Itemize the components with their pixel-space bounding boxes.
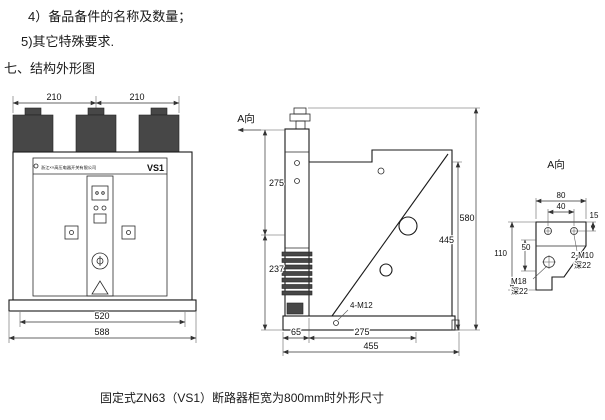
list-item-5: 5)其它特殊要求.: [21, 34, 115, 49]
m12-hole: [333, 320, 339, 326]
dim-left-upper: 275: [269, 178, 284, 188]
pushbutton: [93, 205, 99, 211]
dim-height-inner: 50: [522, 243, 531, 252]
pushbutton: [101, 205, 107, 211]
dim-bottom-outer: 588: [94, 327, 109, 337]
callout-2-m10-depth: 深22: [574, 261, 591, 270]
pole-insulator: [138, 114, 180, 153]
dim-right-inner: 445: [439, 235, 454, 245]
warning-triangle-icon: [91, 280, 109, 295]
frame-hole-small: [379, 263, 393, 277]
bellows: [281, 251, 313, 296]
list-item-4: 4）备品备件的名称及数量；: [28, 9, 192, 24]
dim-bottom-mid: 275: [354, 327, 369, 337]
dim-right-outer: 580: [459, 213, 474, 223]
callout-m18-depth: 深22: [511, 287, 528, 296]
detail-view-a: A向 80 40 15 110 50: [493, 157, 600, 298]
indicator-window: [91, 185, 109, 201]
detail-part: [535, 221, 587, 291]
side-base: [282, 315, 456, 331]
dim-width-inner: 40: [557, 202, 566, 211]
front-view: 210 210 浙江××高压电器开关有限公司 VS1: [8, 91, 197, 343]
figure-caption: 固定式ZN63（VS1）断路器柜宽为800mm时外形尺寸: [100, 391, 385, 405]
dim-bottom-inner: 520: [94, 311, 109, 321]
model-label: VS1: [147, 163, 164, 173]
section-heading: 七、结构外形图: [4, 61, 96, 76]
dim-left-lower: 237: [269, 264, 284, 274]
pole-insulator: [75, 114, 117, 153]
dim-bottom-front: 65: [291, 327, 301, 337]
view-a-arrow-label: A向: [237, 112, 255, 125]
detail-view-title: A向: [547, 158, 565, 171]
pole-insulator: [12, 114, 54, 153]
callout-2-m10: 2-M10: [571, 251, 594, 260]
dim-right-15: 15: [590, 211, 599, 220]
dim-top-left: 210: [46, 92, 61, 102]
operation-knob: [91, 252, 109, 270]
hole-label-4-m12: 4-M12: [350, 301, 373, 310]
control-strip: [86, 175, 114, 297]
side-front-panel: [284, 128, 310, 319]
callout-m18: M18: [511, 277, 527, 286]
breaker-base: [8, 299, 197, 312]
dim-width-outer: 80: [557, 191, 566, 200]
dim-top-right: 210: [129, 92, 144, 102]
side-view: A向: [236, 107, 480, 356]
brand-logo-icon: [33, 163, 39, 169]
counter-window: [93, 213, 107, 224]
brand-name: 浙江××高压电器开关有限公司: [41, 164, 96, 171]
bushing-cap: [87, 107, 105, 116]
interlock-port-left: [64, 225, 79, 240]
dim-height-outer: 110: [494, 249, 507, 258]
bushing-cap: [150, 107, 168, 116]
frame-hole-large: [398, 216, 418, 236]
side-frame: [309, 149, 453, 316]
bushing-cap: [24, 107, 42, 116]
interlock-port-right: [121, 225, 136, 240]
dim-bottom-total: 455: [363, 341, 378, 351]
